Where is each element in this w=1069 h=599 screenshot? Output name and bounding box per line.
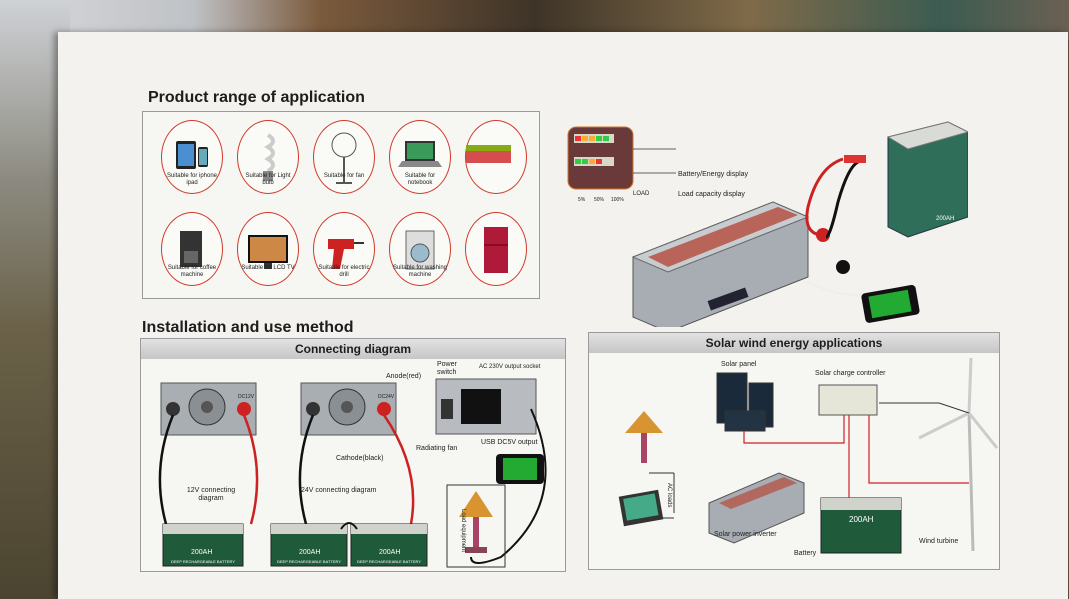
- application-title: Product range of application: [148, 89, 365, 106]
- application-item-label: Suitable for Light bulb: [245, 173, 291, 186]
- battery-label-1: 200AH: [191, 549, 213, 556]
- battery-sub-1: DEEP RECHARGEABLE BATTERY: [170, 559, 236, 564]
- inverter-body: [631, 201, 850, 327]
- battery-solar-label: Battery: [794, 550, 817, 557]
- solar-title: Solar wind energy applications: [589, 333, 999, 353]
- tablet-phone-icon: [176, 141, 208, 169]
- application-item-washing-machine: Suitable for washing machine: [389, 212, 451, 286]
- battery-display-label: Battery/Energy display: [678, 171, 749, 178]
- power-inverter-label: Solar power inverter: [714, 531, 777, 538]
- connecting-panel: Connecting diagram: [140, 338, 566, 572]
- charge-controller-label: Solar charge controller: [815, 370, 886, 377]
- solar-battery-brand: 200AH: [849, 515, 874, 524]
- usb-output-label: USB DC5V output: [481, 439, 538, 446]
- battery-sub-2: DEEP RECHARGEABLE BATTERY: [276, 559, 342, 564]
- inverter-front: [435, 378, 537, 435]
- application-item-lcd-tv: Suitable for LCD TV: [237, 212, 299, 286]
- battery-illustration: [805, 121, 968, 239]
- power-switch-label: Power switch: [437, 361, 457, 376]
- scale-5: 5%: [578, 197, 586, 203]
- dc24-label: DC24V: [378, 394, 395, 400]
- application-item-label: Suitable for LCD TV: [241, 265, 295, 271]
- installation-title: Installation and use method: [142, 319, 354, 336]
- notebook-icon: [398, 141, 442, 167]
- application-item-label: Suitable for iphone ipad: [166, 173, 218, 186]
- wind-turbine: [918, 357, 999, 552]
- application-item-electric-drill: Suitable for electric drill: [313, 212, 375, 286]
- glass-cup-icon: [466, 145, 511, 163]
- phone-illustration: [807, 281, 920, 323]
- application-item-coffee-machine: Suitable for coffee machine: [161, 212, 223, 286]
- solar-panel-section: Solar wind energy applications: [588, 332, 1000, 570]
- application-item-glass-cup: [465, 120, 527, 194]
- inverter-art: [567, 121, 968, 327]
- diagram-24v-label: 24V connecting diagram: [301, 487, 377, 494]
- electric-drill-icon: [328, 239, 364, 269]
- load-tag: LOAD: [633, 191, 650, 197]
- cathode-label: Cathode(black): [336, 455, 384, 462]
- application-item-notebook: Suitable for notebook: [389, 120, 451, 194]
- ac-loads-label: AC loads: [666, 483, 672, 508]
- load-equipment-box: [446, 484, 506, 568]
- load-display-label: Load capacity display: [678, 191, 745, 198]
- load-equipment-label: Load equipment: [460, 509, 466, 553]
- charge-controller-box: [818, 384, 878, 416]
- dc12-label: DC12V: [238, 394, 255, 400]
- inverter-24v: [300, 382, 397, 436]
- connecting-title: Connecting diagram: [141, 339, 565, 359]
- application-panel: Suitable for iphone ipad Suitable for Lig…: [142, 111, 540, 299]
- application-item-label: Suitable for washing machine: [392, 265, 448, 278]
- scale-50: 50%: [594, 197, 605, 203]
- battery-sub-3: DEEP RECHARGEABLE BATTERY: [356, 559, 422, 564]
- application-item-light-bulb: Suitable for Light bulb: [237, 120, 299, 194]
- light-bulb-icon: [263, 133, 275, 181]
- inverter-12v: [160, 382, 257, 436]
- display-panel: [567, 126, 676, 190]
- ac-output-label: AC 230V output socket: [479, 364, 541, 370]
- batteries-connecting: [162, 522, 428, 567]
- application-item-label: Suitable for notebook: [404, 173, 436, 186]
- scale-100: 100%: [611, 197, 624, 203]
- inverter-illustration: Battery/Energy display Load capacity dis…: [558, 107, 968, 327]
- application-item-fan: Suitable for fan: [313, 120, 375, 194]
- application-item-tablet-phone: Suitable for iphone ipad: [161, 120, 223, 194]
- diagram-12v-label: 12V connecting diagram: [186, 487, 236, 502]
- lcd-tv-icon: [248, 235, 288, 269]
- solar-panels: [716, 372, 774, 432]
- fan-icon: [331, 132, 357, 184]
- coffee-machine-icon: [180, 231, 202, 267]
- anode-label: Anode(red): [386, 373, 422, 380]
- solar-panel-label: Solar panel: [721, 361, 757, 368]
- application-item-label: Suitable for coffee machine: [167, 265, 217, 278]
- battery-label-2: 200AH: [299, 549, 321, 556]
- battery-brand: 200AH: [936, 216, 955, 222]
- application-item-label: Suitable for electric drill: [318, 265, 370, 278]
- battery-label-3: 200AH: [379, 549, 401, 556]
- radiating-fan-label: Radiating fan: [416, 445, 458, 452]
- connecting-art: [158, 378, 547, 568]
- application-item-label: Suitable for fan: [323, 173, 365, 179]
- wind-turbine-label: Wind turbine: [919, 538, 959, 545]
- product-box: Product range of application Suitable fo…: [58, 32, 1068, 599]
- solar-art: [618, 357, 999, 554]
- washing-machine-icon: [405, 230, 435, 270]
- application-item-refrigerator: [465, 212, 527, 286]
- refrigerator-icon: [484, 227, 508, 273]
